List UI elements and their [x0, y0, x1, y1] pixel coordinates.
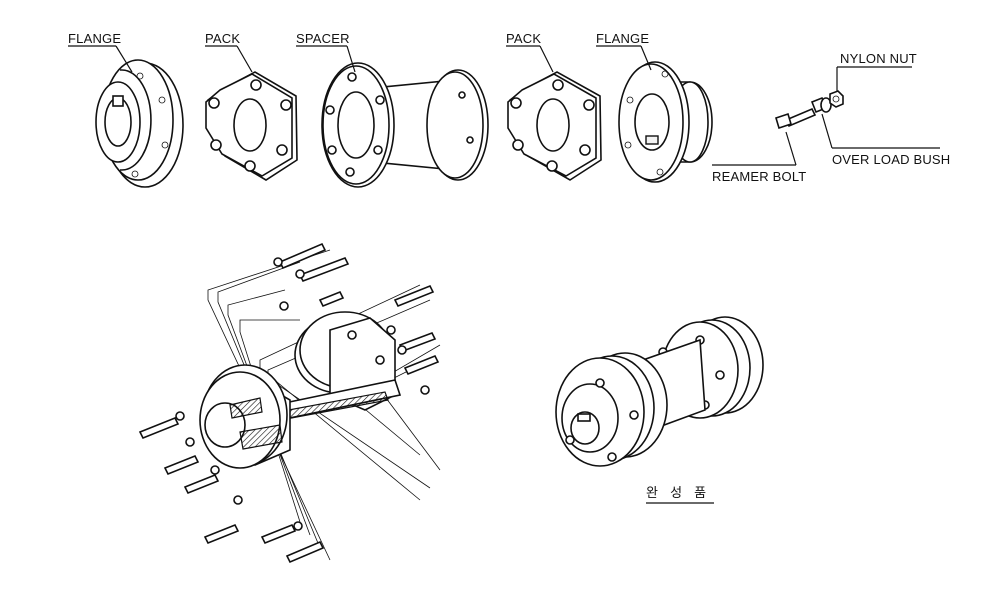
spacer-part — [321, 62, 489, 188]
assembled-caption: 완 성 품 — [646, 486, 710, 501]
label-flange-left: FLANGE — [68, 31, 121, 46]
flange-right-part — [618, 61, 713, 183]
pack-left-part — [205, 71, 298, 181]
label-over-load-bush: OVER LOAD BUSH — [832, 152, 950, 167]
label-reamer-bolt: REAMER BOLT — [712, 169, 806, 184]
label-pack-left: PACK — [205, 31, 240, 46]
assembled-coupling — [555, 316, 764, 467]
exploded-assembly — [138, 242, 441, 564]
label-pack-right: PACK — [506, 31, 541, 46]
label-spacer: SPACER — [296, 31, 350, 46]
pack-right-part — [507, 71, 602, 181]
label-flange-right: FLANGE — [596, 31, 649, 46]
flange-left-part — [95, 59, 184, 188]
hardware-set-part — [775, 90, 844, 130]
label-nylon-nut: NYLON NUT — [840, 51, 917, 66]
